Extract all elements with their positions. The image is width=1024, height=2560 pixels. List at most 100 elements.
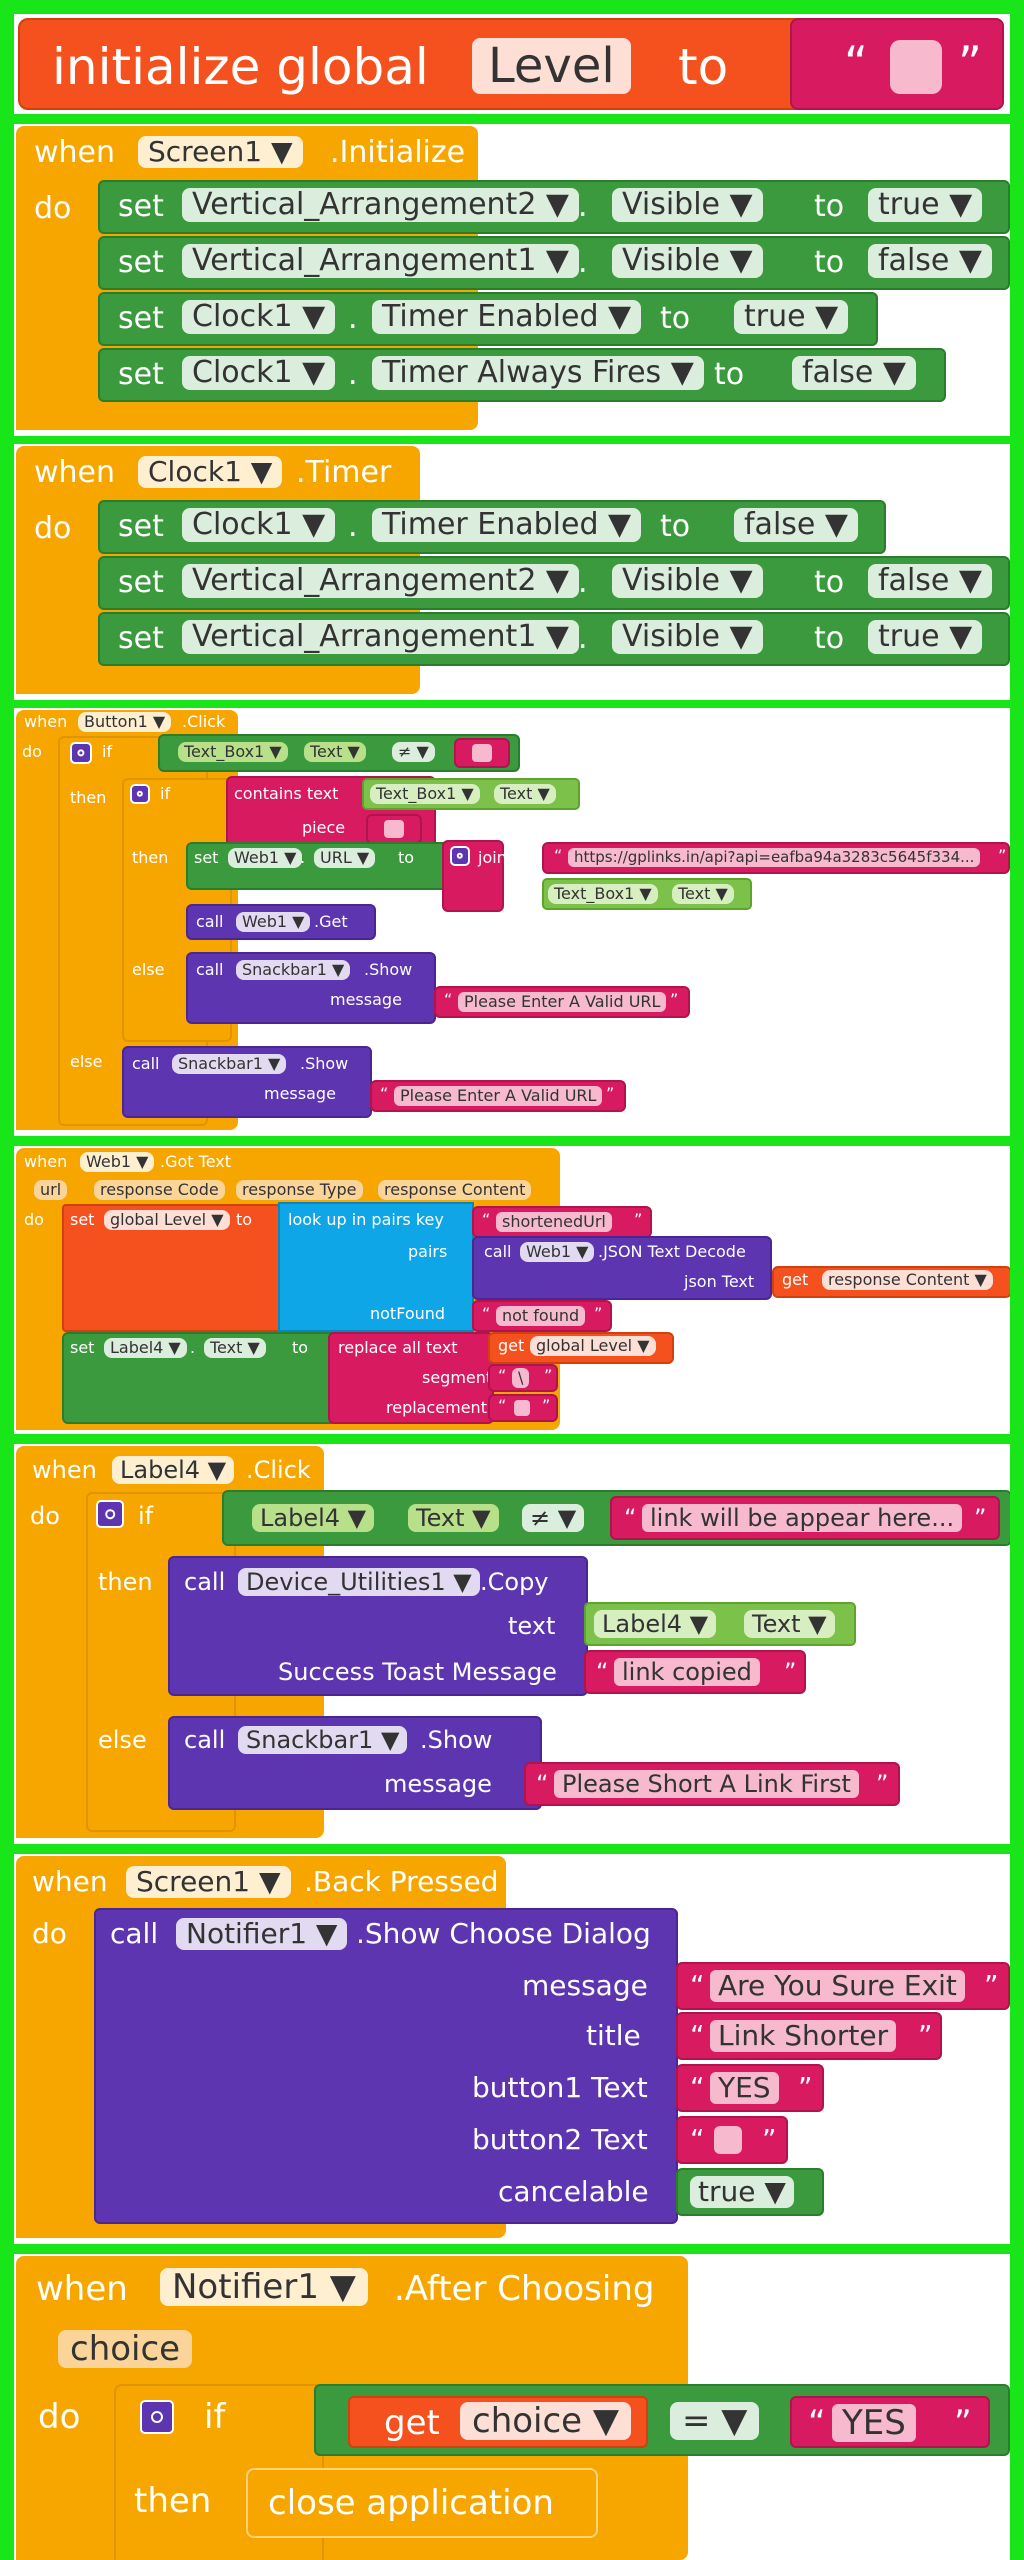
textbox-component-dropdown[interactable]: Text_Box1 ▼	[178, 742, 288, 762]
screen-init-component-dropdown[interactable]: Screen1 ▼	[138, 136, 303, 168]
toast-value[interactable]: link copied	[614, 1658, 760, 1686]
boolean-dropdown[interactable]: false ▼	[734, 508, 858, 542]
param-response-content[interactable]: response Content	[378, 1180, 532, 1200]
global-var-name[interactable]: Level	[472, 38, 631, 94]
boolean-dropdown[interactable]: true ▼	[868, 620, 983, 654]
device-utilities-dropdown[interactable]: Device_Utilities1 ▼	[238, 1568, 480, 1596]
screen-component-dropdown[interactable]: Screen1 ▼	[126, 1866, 291, 1898]
segment-value[interactable]: \	[512, 1368, 530, 1388]
equal-dropdown[interactable]: = ▼	[670, 2402, 760, 2440]
component-dropdown[interactable]: Vertical_Arrangement2 ▼	[182, 564, 580, 598]
boolean-dropdown[interactable]: true ▼	[734, 300, 849, 334]
property-dropdown[interactable]: Timer Always Fires ▼	[372, 356, 704, 390]
close-quote-icon: ”	[606, 1084, 615, 1103]
placeholder-value[interactable]: link will be appear here...	[642, 1504, 963, 1532]
clock-component-dropdown[interactable]: Clock1 ▼	[138, 456, 283, 488]
snackbar-component-dropdown[interactable]: Snackbar1 ▼	[238, 1726, 408, 1754]
response-content-dropdown[interactable]: response Content ▼	[822, 1270, 993, 1290]
button2-string-block[interactable]	[676, 2116, 788, 2164]
snackbar-component-dropdown[interactable]: Snackbar1 ▼	[236, 960, 351, 980]
label-component-dropdown[interactable]: Label4 ▼	[104, 1338, 187, 1358]
show-choose-dialog-block[interactable]	[94, 1908, 678, 2224]
label-component-dropdown[interactable]: Label4 ▼	[112, 1456, 235, 1484]
notifier-component-dropdown[interactable]: Notifier1 ▼	[160, 2268, 368, 2306]
gear-icon[interactable]	[96, 1500, 124, 1528]
url-property-dropdown[interactable]: URL ▼	[314, 848, 376, 868]
empty-string-value[interactable]	[514, 1400, 530, 1416]
property-dropdown[interactable]: Timer Enabled ▼	[372, 508, 642, 542]
web-component-dropdown[interactable]: Web1 ▼	[520, 1242, 595, 1262]
not-found-value[interactable]: not found	[496, 1306, 586, 1326]
param-response-type[interactable]: response Type	[236, 1180, 363, 1200]
initialize-global-block[interactable]	[18, 18, 818, 110]
not-equal-dropdown[interactable]: ≠ ▼	[522, 1504, 585, 1532]
textbox-component-dropdown[interactable]: Text_Box1 ▼	[548, 884, 658, 904]
component-dropdown[interactable]: Clock1 ▼	[182, 508, 336, 542]
gear-icon[interactable]	[450, 846, 470, 866]
text-property-dropdown[interactable]: Text ▼	[744, 1610, 835, 1638]
timer-event-label: .Timer	[296, 455, 392, 490]
error-message-value[interactable]: Please Enter A Valid URL	[394, 1086, 603, 1106]
api-url-value[interactable]: https://gplinks.in/api?api=eafba94a3283c…	[568, 848, 981, 867]
then-label: then	[70, 788, 107, 807]
snackbar-message-value[interactable]: Please Short A Link First	[554, 1770, 859, 1798]
param-choice[interactable]: choice	[58, 2330, 193, 2368]
boolean-dropdown[interactable]: true ▼	[690, 2176, 794, 2208]
property-dropdown[interactable]: Visible ▼	[612, 188, 763, 222]
global-var-dropdown[interactable]: global Level ▼	[530, 1336, 656, 1356]
component-dropdown[interactable]: Vertical_Arrangement1 ▼	[182, 244, 580, 278]
property-dropdown[interactable]: Visible ▼	[612, 564, 763, 598]
text-property-dropdown[interactable]: Text ▼	[672, 884, 734, 904]
dot-label: .	[348, 357, 358, 392]
property-dropdown[interactable]: Timer Enabled ▼	[372, 300, 642, 334]
web-component-dropdown[interactable]: Web1 ▼	[80, 1152, 155, 1172]
error-message-value[interactable]: Please Enter A Valid URL	[458, 992, 667, 1012]
empty-string-value[interactable]	[714, 2126, 742, 2154]
global-var-dropdown[interactable]: global Level ▼	[104, 1210, 230, 1230]
web-component-dropdown[interactable]: Web1 ▼	[228, 848, 303, 868]
label-component-dropdown[interactable]: Label4 ▼	[252, 1504, 375, 1532]
property-dropdown[interactable]: Visible ▼	[612, 620, 763, 654]
param-url[interactable]: url	[34, 1180, 68, 1200]
component-dropdown[interactable]: Clock1 ▼	[182, 300, 336, 334]
web-component-dropdown[interactable]: Web1 ▼	[236, 912, 311, 932]
yes-value[interactable]: YES	[832, 2404, 916, 2442]
message-value[interactable]: Are You Sure Exit	[710, 1970, 965, 2002]
text-property-dropdown[interactable]: Text ▼	[304, 742, 366, 762]
snackbar-show-block[interactable]	[122, 1046, 372, 1118]
lookup-pairs-block[interactable]	[278, 1202, 474, 1332]
component-dropdown[interactable]: Vertical_Arrangement1 ▼	[182, 620, 580, 654]
button-component-dropdown[interactable]: Button1 ▼	[78, 712, 172, 732]
not-equal-dropdown[interactable]: ≠ ▼	[392, 742, 435, 762]
gear-icon[interactable]	[70, 742, 92, 764]
choice-dropdown[interactable]: choice ▼	[460, 2402, 632, 2440]
if-label: if	[160, 784, 171, 803]
textbox-component-dropdown[interactable]: Text_Box1 ▼	[370, 784, 480, 804]
toast-label: Success Toast Message	[278, 1658, 557, 1686]
component-dropdown[interactable]: Vertical_Arrangement2 ▼	[182, 188, 580, 222]
text-property-dropdown[interactable]: Text ▼	[494, 784, 556, 804]
boolean-dropdown[interactable]: false ▼	[868, 564, 992, 598]
empty-string-value[interactable]	[890, 40, 942, 94]
boolean-dropdown[interactable]: true ▼	[868, 188, 983, 222]
text-property-dropdown[interactable]: Text ▼	[204, 1338, 266, 1358]
close-application-block[interactable]	[246, 2468, 598, 2538]
button1-value[interactable]: YES	[710, 2072, 779, 2104]
replace-all-block[interactable]	[328, 1332, 494, 1424]
boolean-dropdown[interactable]: false ▼	[792, 356, 916, 390]
snackbar-component-dropdown[interactable]: Snackbar1 ▼	[172, 1054, 287, 1074]
pairs-label: pairs	[408, 1242, 448, 1261]
notifier-component-dropdown[interactable]: Notifier1 ▼	[176, 1918, 348, 1950]
component-dropdown[interactable]: Clock1 ▼	[182, 356, 336, 390]
label-component-dropdown[interactable]: Label4 ▼	[594, 1610, 717, 1638]
gear-icon[interactable]	[130, 784, 150, 804]
get-label: get	[384, 2403, 440, 2443]
call-label: call	[196, 960, 224, 979]
param-response-code[interactable]: response Code	[94, 1180, 225, 1200]
gear-icon[interactable]	[140, 2400, 174, 2434]
title-value[interactable]: Link Shorter	[710, 2020, 897, 2052]
boolean-dropdown[interactable]: false ▼	[868, 244, 992, 278]
property-dropdown[interactable]: Visible ▼	[612, 244, 763, 278]
key-value[interactable]: shortenedUrl	[496, 1212, 612, 1232]
text-property-dropdown[interactable]: Text ▼	[408, 1504, 499, 1532]
